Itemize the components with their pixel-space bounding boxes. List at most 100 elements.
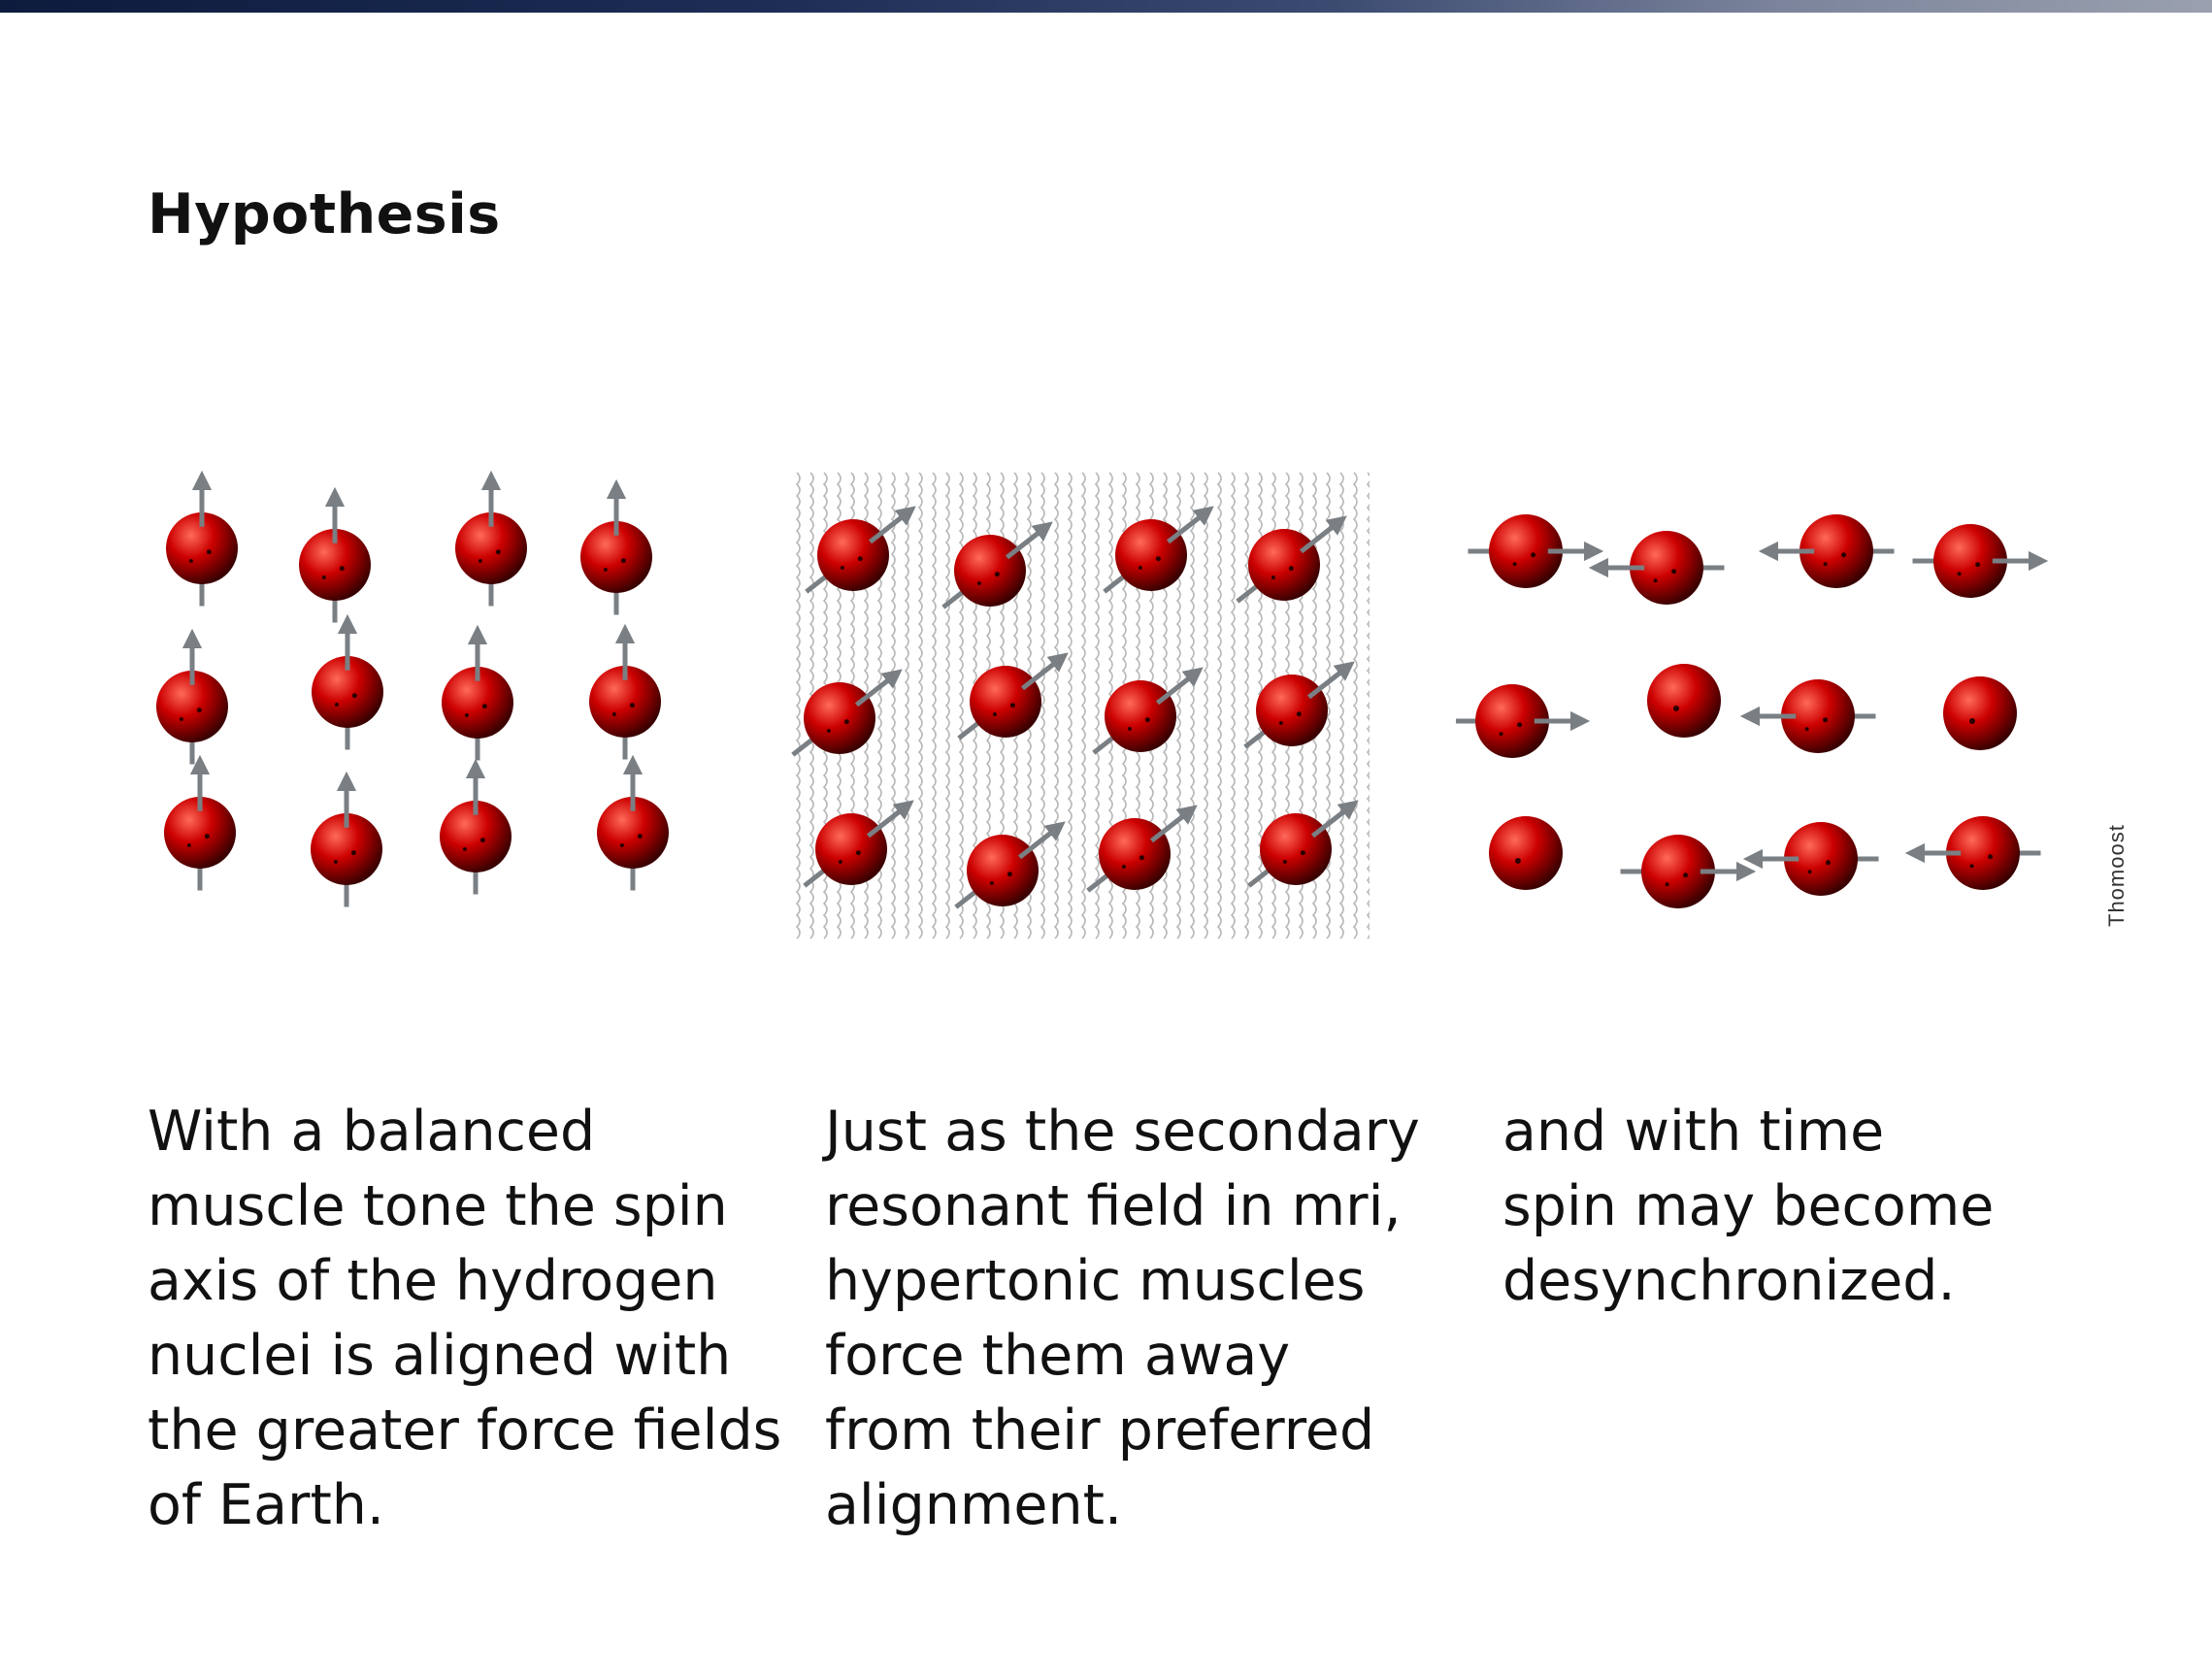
aligned-spin-8: [589, 634, 661, 760]
field-wave: [946, 473, 949, 938]
sphere-speckle: [993, 712, 997, 716]
aligned-spin-3: [455, 480, 527, 607]
aligned-spin-5: [156, 639, 228, 765]
caption-tilted: Just as the secondary resonant field in …: [825, 1095, 1466, 1543]
hydrogen-nucleus-sphere: [1105, 680, 1176, 752]
sphere-speckle: [334, 860, 338, 864]
desynchronized-spin-5: [1456, 684, 1580, 758]
hydrogen-nucleus-sphere: [1260, 813, 1332, 885]
sphere-speckle: [1301, 850, 1305, 855]
spin-axis-arrow-tip: [1022, 659, 1060, 689]
field-wave: [919, 473, 922, 938]
sphere-speckle: [1969, 718, 1975, 724]
hydrogen-nucleus-sphere: [1943, 676, 2017, 750]
sphere-speckle: [1975, 562, 1980, 567]
sphere-speckle: [604, 568, 608, 572]
field-wave: [1245, 473, 1248, 938]
desynchronized-spins-illustration: [1456, 471, 2058, 946]
sphere-speckle: [340, 566, 345, 571]
desynchronized-spin-9: [1489, 816, 1563, 890]
hydrogen-nucleus-sphere: [817, 519, 889, 591]
sphere-speckle: [1671, 569, 1676, 574]
sphere-speckle: [630, 703, 635, 707]
spin-axis-arrow-tip: [856, 675, 894, 706]
spin-axis-arrow-tip: [870, 512, 908, 543]
sphere-speckle: [351, 850, 356, 855]
tilted-spins-illustration: [791, 471, 1370, 946]
sphere-speckle: [1824, 562, 1828, 566]
sphere-speckle: [856, 850, 861, 855]
desynchronized-spin-10: [1621, 835, 1747, 908]
sphere-speckle: [990, 881, 994, 885]
hydrogen-nucleus-sphere: [967, 835, 1039, 906]
hydrogen-nucleus-sphere: [1248, 529, 1320, 601]
field-wave: [1354, 473, 1357, 938]
sphere-speckle: [1279, 721, 1283, 725]
aligned-spins-image: [146, 471, 689, 946]
sphere-speckle: [465, 713, 469, 717]
field-wave: [1069, 473, 1072, 938]
sphere-speckle: [322, 576, 326, 579]
slide-title: Hypothesis: [148, 182, 501, 247]
sphere-speckle: [207, 549, 212, 554]
sphere-speckle: [1283, 860, 1287, 864]
field-wave: [892, 473, 895, 938]
field-wave: [1096, 473, 1099, 938]
sphere-speckle: [463, 847, 467, 851]
aligned-spin-2: [299, 497, 371, 623]
desynchronized-spin-7: [1750, 679, 1876, 753]
image-credit: Thomoost: [2104, 824, 2129, 927]
sphere-speckle: [197, 707, 202, 712]
sphere-speckle: [1517, 722, 1522, 727]
top-band: [0, 0, 2212, 13]
hydrogen-nucleus-sphere: [804, 682, 875, 754]
sphere-speckle: [189, 559, 193, 563]
sphere-speckle: [187, 843, 191, 847]
field-wave: [1205, 473, 1207, 938]
sphere-speckle: [1823, 717, 1828, 722]
aligned-spin-1: [166, 480, 238, 607]
sphere-speckle: [1970, 864, 1974, 868]
hydrogen-nucleus-sphere: [1115, 519, 1187, 591]
field-wave: [1368, 473, 1370, 938]
desynchronized-spin-6: [1647, 664, 1721, 738]
sphere-speckle: [1139, 566, 1142, 570]
sphere-speckle: [839, 860, 842, 864]
desynchronized-spin-11: [1753, 822, 1879, 896]
sphere-speckle: [1156, 556, 1161, 561]
spin-axis-arrow-tip: [1301, 522, 1338, 552]
spin-axis-arrow-tip: [1019, 828, 1057, 858]
desynchronized-spin-12: [1915, 816, 2041, 890]
sphere-speckle: [1808, 870, 1812, 873]
hydrogen-nucleus-sphere: [815, 813, 887, 885]
field-wave: [1218, 473, 1221, 938]
sphere-speckle: [1531, 552, 1535, 557]
sphere-speckle: [995, 572, 1000, 576]
sphere-speckle: [496, 549, 501, 554]
sphere-speckle: [180, 717, 183, 721]
field-wave: [960, 473, 963, 938]
sphere-speckle: [1513, 562, 1517, 566]
field-wave: [906, 473, 908, 938]
sphere-speckle: [479, 559, 482, 563]
aligned-spin-7: [442, 635, 513, 761]
field-wave: [1191, 473, 1194, 938]
hydrogen-nucleus-sphere: [1647, 664, 1721, 738]
sphere-speckle: [1500, 732, 1503, 736]
field-wave: [1041, 473, 1044, 938]
tilted-spin-3: [1105, 512, 1206, 592]
sphere-speckle: [1139, 855, 1144, 860]
sphere-speckle: [841, 566, 844, 570]
sphere-speckle: [621, 558, 626, 563]
tilted-spin-4: [1238, 522, 1339, 602]
sphere-speckle: [1289, 566, 1294, 571]
desynchronized-spin-3: [1768, 514, 1895, 588]
sphere-speckle: [612, 712, 616, 716]
sphere-speckle: [1654, 578, 1658, 582]
spin-axis-arrow-tip: [1151, 811, 1189, 841]
aligned-spin-9: [164, 765, 236, 891]
aligned-spin-10: [311, 781, 382, 907]
aligned-spin-4: [580, 489, 652, 615]
spin-axis-arrow-tip: [868, 806, 906, 837]
sphere-speckle: [638, 834, 643, 839]
